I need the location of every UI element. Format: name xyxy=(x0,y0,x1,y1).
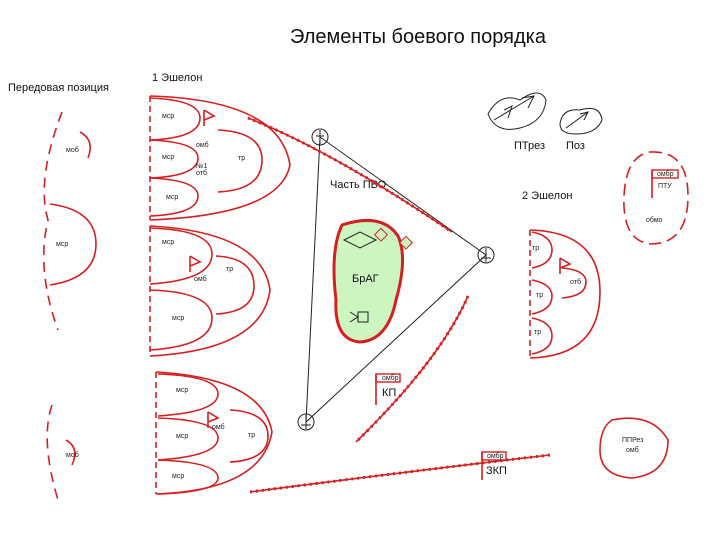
air-defense-icon xyxy=(477,246,495,264)
battalion-bottom: мср мср мср омб тр xyxy=(155,371,273,495)
defense-triangle xyxy=(305,136,487,424)
page-title: Элементы боевого порядка xyxy=(290,26,547,48)
forward-mov-bottom: моб xyxy=(66,451,79,459)
poz-label: Поз xyxy=(566,140,585,152)
forward-position-label: Передовая позиция xyxy=(8,82,109,94)
ppres-area xyxy=(599,417,669,479)
at-reserve-area xyxy=(487,92,547,130)
no1-label: №1 xyxy=(196,163,208,170)
msr-8: мср xyxy=(172,473,184,480)
ppres-omb: омб xyxy=(626,446,639,454)
command-post: омбр КП xyxy=(375,373,401,405)
forward-hook-top xyxy=(79,131,91,159)
kp-label: КП xyxy=(382,387,396,399)
battalion-top: мср мср мср омб №1 отб тр xyxy=(149,95,291,221)
tr-3: тр xyxy=(248,432,255,439)
artillery-group-label: БрАГ xyxy=(352,273,379,285)
obmo-omb: омбр xyxy=(657,170,674,178)
forward-hook-bottom xyxy=(65,439,76,466)
forward-line-bottom xyxy=(46,404,59,501)
forward-position: моб мср моб xyxy=(42,111,97,501)
msr-4: мср xyxy=(162,239,174,246)
artillery-icon xyxy=(342,231,378,249)
omb-2: омб xyxy=(194,275,207,283)
battalion-top-outer xyxy=(149,95,291,221)
ppres-label: ППРез xyxy=(622,437,643,444)
msr-7: мср xyxy=(176,433,188,440)
tr-2: тр xyxy=(226,266,233,273)
alt-command-post: омбр ЗКП xyxy=(481,451,507,480)
msr-6: мср xyxy=(176,387,188,394)
forward-mov-top: моб xyxy=(66,146,79,154)
air-defense-icon xyxy=(311,128,329,146)
tr-5: тр xyxy=(536,292,543,299)
flag-icon xyxy=(189,255,202,272)
hatched-line-top xyxy=(247,116,453,234)
echelon1-label: 1 Эшелон xyxy=(152,72,202,84)
battalion-middle-outer xyxy=(149,225,271,357)
obmo-group: омбр ПТУ обмо xyxy=(623,151,689,245)
msr-5: мср xyxy=(172,315,184,322)
artillery-group: БрАГ xyxy=(332,218,414,344)
msr-3: мср xyxy=(166,194,178,201)
air-defense-icon xyxy=(297,413,315,431)
kp-omb: омбр xyxy=(382,374,399,382)
flag-icon xyxy=(207,411,220,428)
battalion-bottom-outer xyxy=(155,371,273,495)
air-defense-area: Часть ПВО xyxy=(247,116,551,494)
tr-1: тр xyxy=(238,155,245,162)
battalion-middle: мср мср омб тр xyxy=(149,225,271,357)
poz-area xyxy=(559,107,603,135)
forward-msr-arc xyxy=(49,203,97,286)
oto-label: отб xyxy=(196,169,207,177)
echelon2-outer xyxy=(529,229,601,359)
tr-4: тр xyxy=(532,245,539,252)
omb-3: омб xyxy=(212,423,225,431)
otb-label: отб xyxy=(570,278,581,286)
msr-2: мср xyxy=(162,154,174,161)
msr-1: мср xyxy=(162,113,174,120)
ptu-label: ПТУ xyxy=(658,183,672,190)
at-reserve-label: ПТрез xyxy=(514,140,545,152)
echelon2-label: 2 Эшелон xyxy=(522,190,572,202)
forward-line-top xyxy=(42,111,63,331)
zkp-omb: омбр xyxy=(487,452,504,460)
omb-1: омб xyxy=(196,141,209,149)
arrow-icon xyxy=(565,111,589,129)
zkp-label: ЗКП xyxy=(486,465,507,477)
flag-icon xyxy=(559,257,572,274)
arrow-icon xyxy=(493,95,535,121)
ppres-group: ППРез омб xyxy=(599,417,669,479)
obmo-area xyxy=(623,151,689,245)
artillery-area xyxy=(332,218,405,344)
forward-msr: мср xyxy=(56,241,68,248)
tr-6: тр xyxy=(534,329,541,336)
obmo-label: обмо xyxy=(646,216,663,224)
echelon2-group: тр тр тр отб xyxy=(529,229,601,359)
flag-icon xyxy=(203,109,216,126)
anti-tank-reserve: ПТрез Поз xyxy=(487,92,603,152)
